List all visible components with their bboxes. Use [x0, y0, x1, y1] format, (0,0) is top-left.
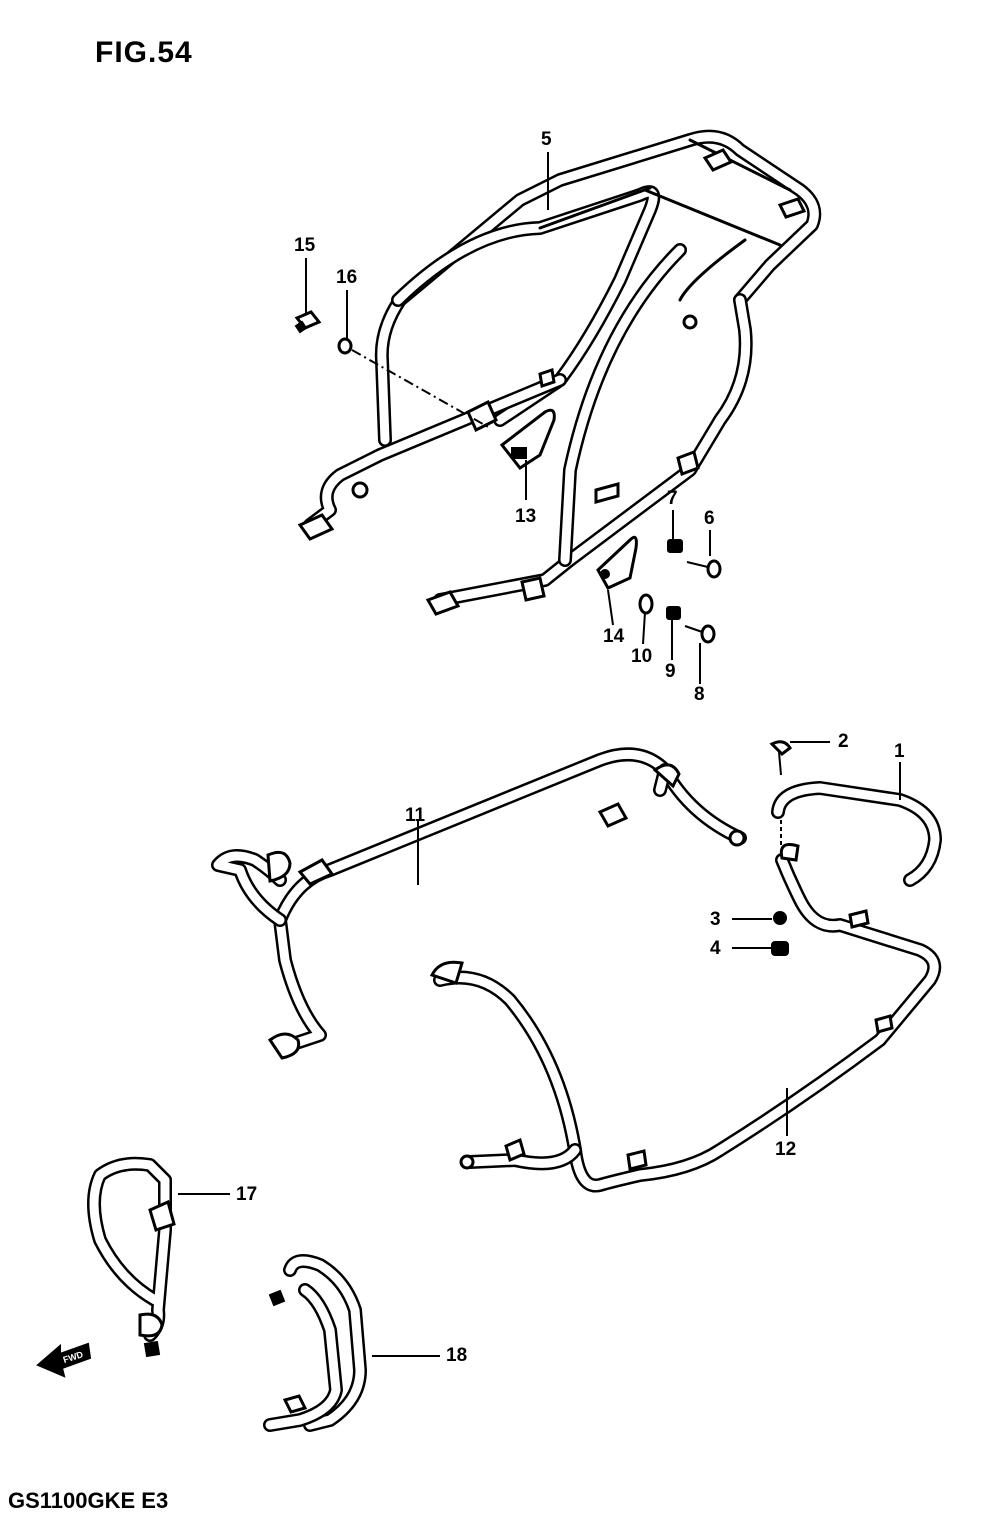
part-4-nut — [771, 941, 789, 956]
part-16-nut — [337, 337, 353, 355]
model-code: GS1100GKE E3 — [8, 1488, 169, 1513]
part-2-bolt — [769, 740, 792, 776]
callout-9: 9 — [665, 661, 676, 682]
callout-11: 11 — [405, 805, 426, 826]
callout-8: 8 — [694, 684, 705, 705]
part-1-hoop — [771, 781, 942, 887]
part-13-bracket — [499, 408, 556, 471]
part-18-guard — [263, 1254, 367, 1432]
part-12-guard — [429, 843, 942, 1193]
part-17-guard — [87, 1156, 176, 1358]
callout-7: 7 — [667, 488, 678, 509]
callout-5: 5 — [541, 129, 552, 150]
part-11-guard — [211, 747, 747, 1060]
figure-title: FIG.54 — [95, 36, 193, 69]
part-9-nut — [666, 606, 681, 620]
assembly-centerline — [351, 349, 491, 429]
callout-14: 14 — [603, 626, 625, 647]
part-3-nut — [773, 911, 787, 925]
part-6-bolt — [686, 559, 722, 579]
part-5-rear-carrier — [297, 129, 822, 616]
callout-1: 1 — [894, 741, 905, 762]
callout-16: 16 — [336, 267, 358, 288]
part-8-bolt — [684, 624, 716, 644]
callout-18: 18 — [446, 1345, 468, 1366]
callout-17: 17 — [236, 1184, 258, 1205]
fwd-arrow-icon: FWD — [36, 1342, 92, 1378]
part-15-bolt — [294, 310, 322, 334]
callout-6: 6 — [704, 508, 715, 529]
part-14-bracket — [596, 535, 638, 590]
callout-13: 13 — [515, 506, 537, 527]
callout-2: 2 — [838, 731, 849, 752]
part-10-washer — [638, 593, 654, 615]
leader-lines — [178, 152, 901, 1357]
part-7-nut — [667, 539, 683, 553]
callout-3: 3 — [710, 909, 721, 930]
callout-10: 10 — [631, 646, 653, 667]
callout-12: 12 — [775, 1139, 797, 1160]
callout-15: 15 — [294, 235, 316, 256]
callout-4: 4 — [710, 938, 721, 959]
